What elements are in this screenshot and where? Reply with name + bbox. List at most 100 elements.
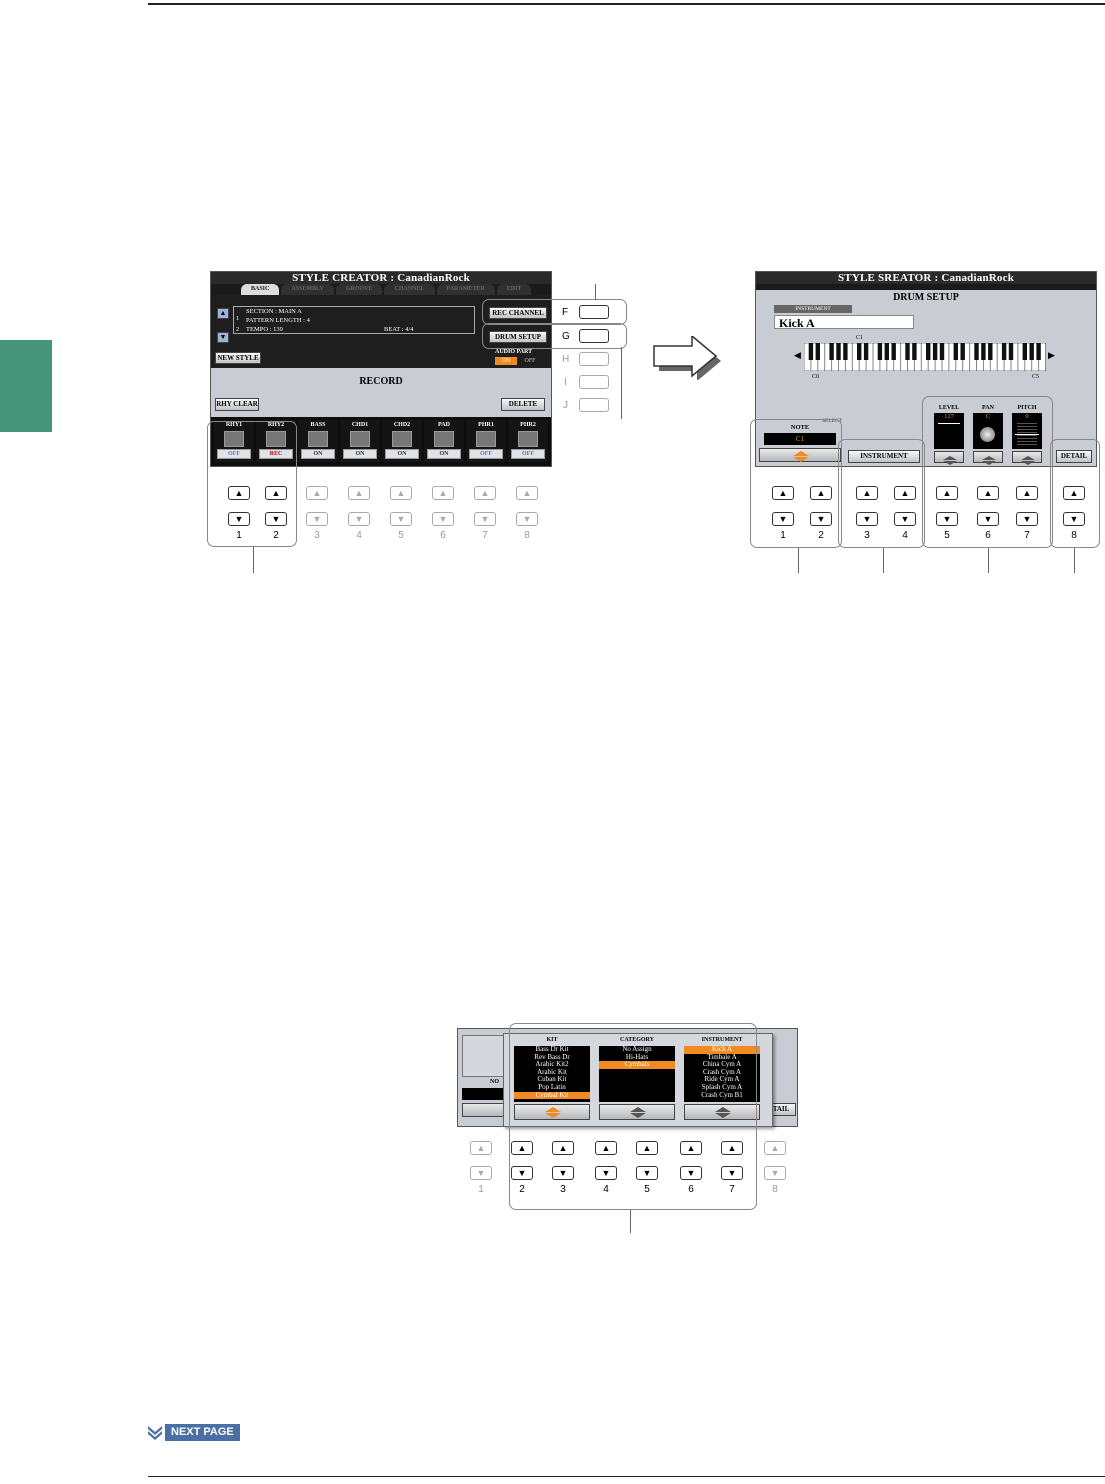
panel-button-g[interactable] [579,329,609,343]
tab-groove[interactable]: GROOVE [335,284,383,295]
down-button-3[interactable]: ▼ [856,512,878,526]
down-button-6[interactable]: ▼ [977,512,999,526]
tab-channel[interactable]: CHANNEL [384,284,435,295]
channel-rhy2[interactable]: RHY2 REC [256,420,296,462]
list-item[interactable]: Rev Bass Dr [534,1052,570,1061]
up-button-8[interactable]: ▲ [764,1141,786,1155]
down-button-2[interactable]: ▼ [511,1166,533,1180]
channel-phr1[interactable]: PHR1 OFF [466,420,506,462]
list-item[interactable]: No Assign [622,1045,652,1053]
down-button-4[interactable]: ▼ [595,1166,617,1180]
up-button-6[interactable]: ▲ [680,1141,702,1155]
up-button-4[interactable]: ▲ [894,486,916,500]
new-style-button[interactable]: NEW STYLE [215,352,261,364]
list-item[interactable]: Hi-Hats [625,1052,649,1061]
note-ladder[interactable] [759,448,841,462]
down-button-4[interactable]: ▼ [348,512,370,526]
up-button-1[interactable]: ▲ [228,486,250,500]
list-item[interactable]: China Cym A [702,1060,742,1069]
down-button-5[interactable]: ▼ [636,1166,658,1180]
detail-button[interactable]: DETAIL [1056,450,1092,463]
list-item[interactable]: Arabic Kit2 [535,1060,569,1069]
up-button-2[interactable]: ▲ [265,486,287,500]
up-button-5[interactable]: ▲ [636,1141,658,1155]
category-ladder[interactable] [599,1104,675,1120]
panel-button-f[interactable] [579,305,609,319]
up-button-1[interactable]: ▲ [470,1141,492,1155]
rec-channel-button[interactable]: REC CHANNEL [489,307,547,319]
up-button-8[interactable]: ▲ [516,486,538,500]
down-button-3[interactable]: ▼ [552,1166,574,1180]
down-button-7[interactable]: ▼ [721,1166,743,1180]
kit-list[interactable]: Bass Dr Kit Rev Bass Dr Arabic Kit2 Arab… [514,1045,590,1102]
list-item[interactable]: Crash Cym B1 [701,1090,743,1099]
up-button-2[interactable]: ▲ [511,1141,533,1155]
category-list[interactable]: No Assign Hi-Hats Cymbals [599,1045,675,1102]
down-button-2[interactable]: ▼ [265,512,287,526]
channel-rhy1[interactable]: RHY1 OFF [214,420,254,462]
channel-pad[interactable]: PAD ON [424,420,464,462]
instrument-button[interactable]: INSTRUMENT [848,450,920,463]
down-button-8[interactable]: ▼ [516,512,538,526]
tab-edit[interactable]: EDIT [496,284,532,295]
up-button-3[interactable]: ▲ [552,1141,574,1155]
instrument-ladder[interactable] [684,1104,760,1120]
up-button-4[interactable]: ▲ [348,486,370,500]
list-item[interactable]: Bass Dr Kit [535,1045,569,1053]
down-button-7[interactable]: ▼ [474,512,496,526]
down-button-7[interactable]: ▼ [1016,512,1038,526]
list-item[interactable]: Splash Cym A [701,1082,743,1091]
pitch-ladder[interactable] [1012,451,1042,465]
list-item[interactable]: Pop Latin [538,1082,566,1091]
up-button-8[interactable]: ▲ [1063,486,1085,500]
up-button-1[interactable]: ▲ [772,486,794,500]
channel-phr2[interactable]: PHR2 OFF [508,420,548,462]
drum-setup-button[interactable]: DRUM SETUP [489,331,547,343]
up-button-6[interactable]: ▲ [977,486,999,500]
up-button-3[interactable]: ▲ [856,486,878,500]
list-item[interactable]: Arabic Kit [537,1067,567,1076]
panel-button-i[interactable] [579,375,609,389]
down-button-6[interactable]: ▼ [432,512,454,526]
down-button-4[interactable]: ▼ [894,512,916,526]
list-item[interactable]: Timbale A [707,1052,737,1061]
down-button-1[interactable]: ▼ [772,512,794,526]
panel-button-j[interactable] [579,398,609,412]
down-button-6[interactable]: ▼ [680,1166,702,1180]
down-arrow-button[interactable]: ▼ [217,332,229,343]
down-button-1[interactable]: ▼ [228,512,250,526]
tab-basic[interactable]: BASIC [241,284,280,295]
down-button-3[interactable]: ▼ [306,512,328,526]
up-button-6[interactable]: ▲ [432,486,454,500]
audio-part-off[interactable]: OFF [524,358,536,364]
level-ladder[interactable] [934,451,964,465]
up-button-7[interactable]: ▲ [721,1141,743,1155]
list-item[interactable]: Crash Cym A [702,1067,742,1076]
list-item-selected[interactable]: Cymbal Kit [514,1091,590,1100]
down-button-2[interactable]: ▼ [810,512,832,526]
channel-chd1[interactable]: CHD1 ON [340,420,380,462]
pan-ladder[interactable] [973,451,1003,465]
kit-ladder[interactable] [514,1104,590,1120]
tab-parameter[interactable]: PARAMETER [436,284,495,295]
keyboard-right-arrow-icon[interactable]: ▶ [1048,350,1055,360]
up-arrow-button[interactable]: ▲ [217,308,229,319]
list-item[interactable]: Ride Cym A [704,1075,740,1084]
up-button-7[interactable]: ▲ [1016,486,1038,500]
keyboard-left-arrow-icon[interactable]: ◀ [794,350,801,360]
down-button-5[interactable]: ▼ [936,512,958,526]
up-button-7[interactable]: ▲ [474,486,496,500]
up-button-4[interactable]: ▲ [595,1141,617,1155]
down-button-8[interactable]: ▼ [1063,512,1085,526]
next-page-badge[interactable]: NEXT PAGE [147,1424,240,1441]
instrument-list[interactable]: Kick A Timbale A China Cym A Crash Cym A… [684,1045,760,1102]
delete-button[interactable]: DELETE [501,398,545,411]
up-button-3[interactable]: ▲ [306,486,328,500]
list-item[interactable]: Cuban Kit [537,1075,567,1084]
audio-part-on[interactable]: ON [495,357,517,365]
channel-bass[interactable]: BASS ON [298,420,338,462]
panel-button-h[interactable] [579,352,609,366]
up-button-5[interactable]: ▲ [936,486,958,500]
list-item-selected[interactable]: Kick A [684,1045,760,1054]
up-button-5[interactable]: ▲ [390,486,412,500]
